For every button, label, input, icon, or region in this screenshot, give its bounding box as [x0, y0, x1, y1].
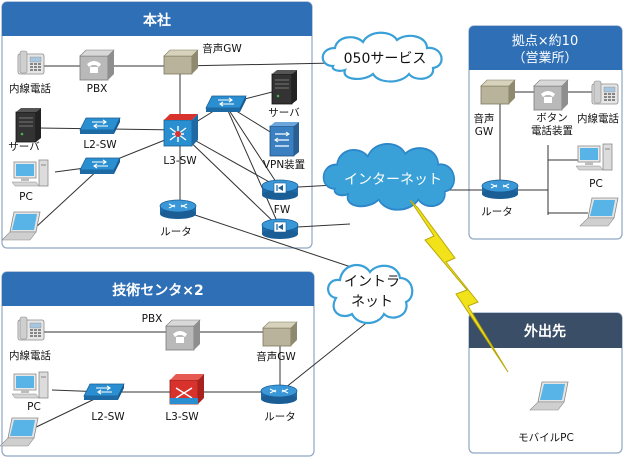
link-gw-050	[179, 62, 336, 67]
cloud-intranet-label-1: イントラ	[344, 274, 400, 290]
server-icon	[271, 69, 298, 105]
link-sw-fw2	[224, 103, 281, 229]
voice-gateway-icon	[262, 321, 298, 347]
label-mobile-pc: モバイルPC	[518, 432, 574, 444]
vpn-device-icon	[269, 121, 300, 157]
voice-gateway-icon	[163, 49, 199, 75]
firewall-icon	[261, 218, 299, 240]
label-honsha-vpn: VPN装置	[263, 158, 305, 171]
link-laptop-l2	[34, 167, 101, 229]
site-gaishutsu-title: 外出先	[524, 323, 566, 340]
label-kyoten-button-2: 電話装置	[531, 124, 573, 137]
firewall-icon	[261, 179, 299, 201]
l3-switch-icon	[169, 373, 205, 405]
label-honsha-pc: PC	[19, 191, 33, 203]
label-honsha-pbx: PBX	[87, 83, 108, 95]
switch-icon	[79, 117, 121, 135]
cloud-050-label: 050サービス	[344, 51, 427, 67]
cloud-internet-label: インターネット	[344, 172, 442, 188]
desktop-pc-icon	[11, 371, 49, 399]
label-gijutsu-voicegw: 音声GW	[256, 350, 296, 363]
label-honsha-voicegw: 音声GW	[202, 42, 242, 55]
label-kyoten-button-1: ボタン	[536, 112, 568, 124]
cloud-050-service: 050サービス	[321, 31, 443, 83]
router-icon	[260, 384, 298, 405]
desk-phone-icon	[17, 316, 45, 341]
label-gijutsu-l3sw: L3-SW	[165, 411, 199, 423]
label-gijutsu-pbx: PBX	[142, 313, 163, 325]
label-gijutsu-l2sw: L2-SW	[91, 411, 125, 423]
label-honsha-l3sw: L3-SW	[163, 155, 197, 167]
label-kyoten-voicegw-2: GW	[475, 126, 494, 138]
l3-switch-icon	[163, 113, 199, 147]
switch-icon	[205, 95, 247, 113]
frame-gijutsu: 技術センタ×2	[1, 271, 315, 457]
label-honsha-phone: 内線電話	[9, 82, 51, 95]
label-kyoten-router: ルータ	[481, 206, 513, 218]
pbx-icon	[533, 79, 569, 111]
desktop-pc-icon	[575, 143, 613, 171]
desk-phone-icon	[17, 50, 45, 75]
label-kyoten-voicegw-1: 音声	[474, 112, 495, 125]
link-sw-fw1	[224, 103, 281, 189]
label-kyoten-pc: PC	[589, 178, 603, 190]
link-l3-fw2	[179, 131, 281, 229]
server-icon	[15, 107, 42, 143]
label-honsha-server-right: サーバ	[268, 107, 300, 119]
voice-gateway-icon	[480, 79, 516, 105]
cloud-intranet: イントラ ネット	[327, 263, 414, 325]
label-kyoten-phone: 内線電話	[577, 112, 619, 125]
label-gijutsu-pc: PC	[27, 401, 41, 413]
pbx-icon	[79, 49, 115, 81]
frame-honsha: 本社	[1, 1, 313, 249]
label-honsha-router: ルータ	[160, 226, 192, 238]
site-honsha-title: 本社	[143, 12, 171, 29]
router-icon	[481, 179, 519, 200]
link-router-intranet	[179, 209, 361, 271]
site-gijutsu-title: 技術センタ×2	[112, 282, 203, 299]
label-honsha-l2sw: L2-SW	[83, 139, 117, 151]
pbx-icon	[165, 319, 201, 351]
lightning-icon	[409, 199, 509, 373]
cloud-intranet-label-2: ネット	[351, 294, 393, 310]
label-gijutsu-phone: 内線電話	[9, 349, 51, 362]
desktop-pc-icon	[11, 159, 49, 187]
site-kyoten-subtitle: （営業所）	[512, 50, 577, 66]
label-gijutsu-router: ルータ	[264, 411, 296, 423]
link-gj-router-intranet	[279, 319, 371, 393]
switch-icon	[83, 383, 125, 401]
label-honsha-server-left: サーバ	[8, 141, 40, 153]
site-kyoten-title: 拠点×約10	[512, 34, 578, 49]
router-icon	[159, 199, 197, 220]
label-honsha-fw: FW	[274, 204, 291, 216]
desk-phone-icon	[591, 80, 619, 105]
switch-icon	[79, 157, 121, 175]
